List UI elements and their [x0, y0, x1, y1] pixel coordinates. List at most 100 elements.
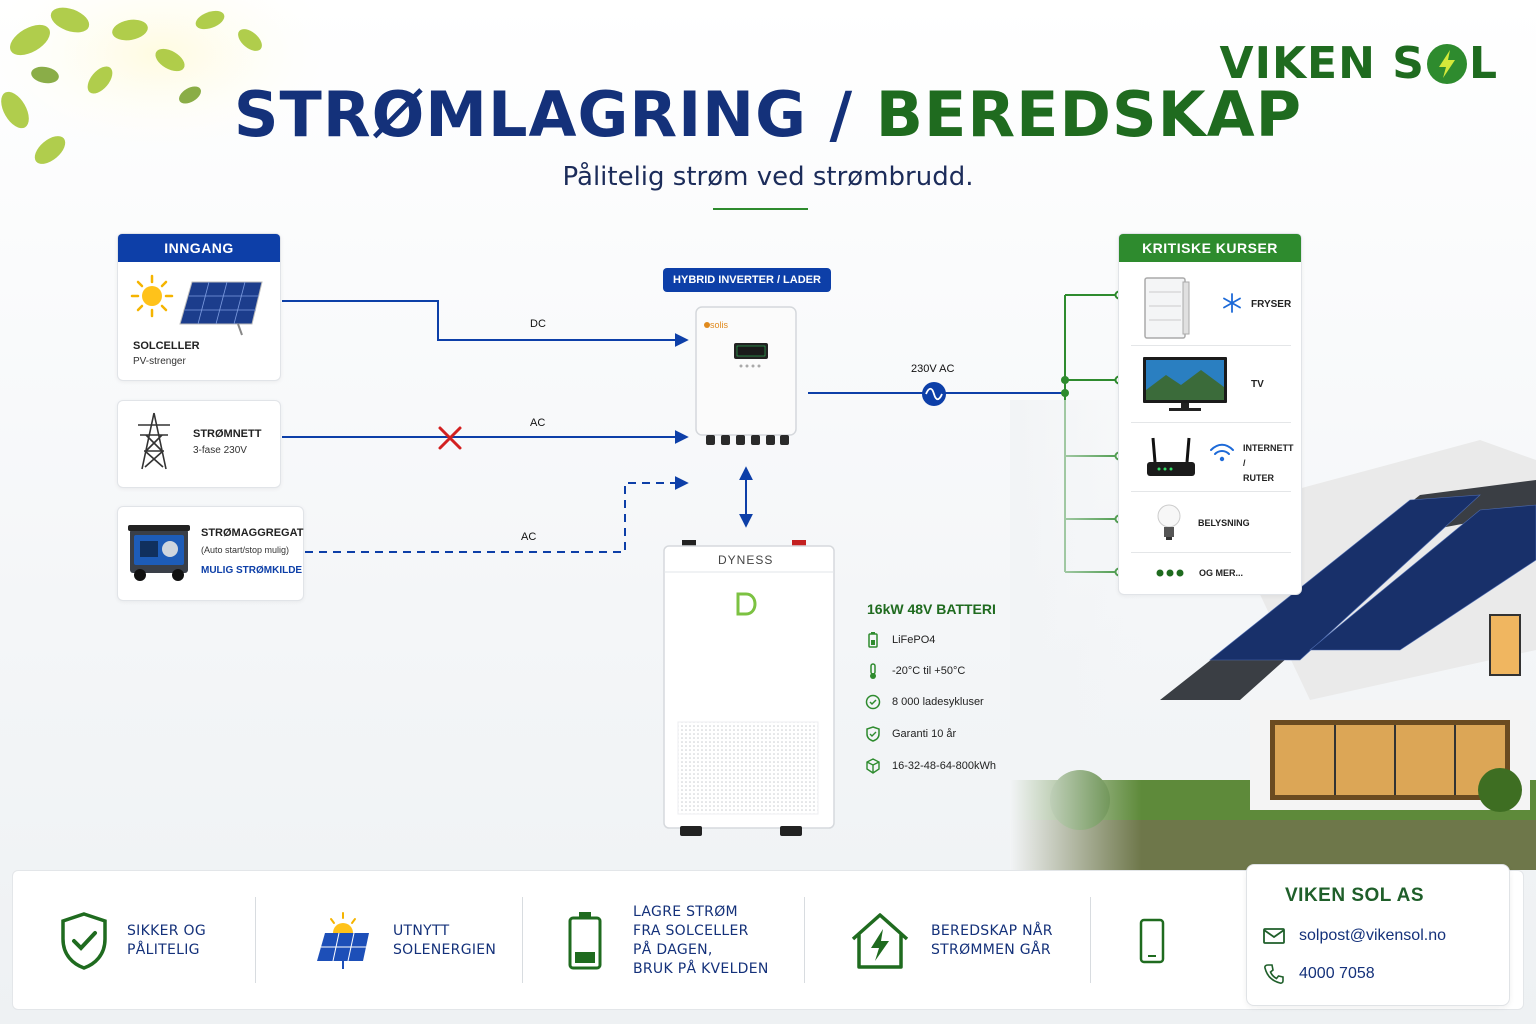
cycle-check-icon [865, 694, 881, 710]
ac-output-label: 230V AC [911, 363, 955, 375]
feature-safe: SIKKER OG PÅLITELIG [59, 871, 206, 1011]
critical-loads-card: KRITISKE KURSER FRYSER TV [1118, 233, 1302, 595]
router-icon [1147, 437, 1195, 476]
sun-icon [130, 274, 174, 318]
bolt-icon [1426, 43, 1467, 84]
spec-warranty-text: Garanti 10 år [892, 728, 957, 740]
inverter-tag: HYBRID INVERTER / LADER [663, 268, 831, 292]
subtitle-divider [713, 208, 808, 210]
inputs-header: INNGANG [118, 234, 280, 262]
router-label: INTERNETT / RUTER [1243, 441, 1294, 486]
leaves-decoration [0, 0, 320, 180]
shield-check-icon [866, 726, 880, 742]
feature-safe-line1: SIKKER OG [127, 923, 206, 939]
tv-label: TV [1251, 379, 1264, 390]
feature-preparedness: BEREDSKAP NÅR STRØMMEN GÅR [849, 871, 1053, 1011]
spec-temperature: -20°C til +50°C [864, 662, 965, 680]
router-label-line2: RUTER [1243, 473, 1274, 483]
feature-preparedness-line1: BEREDSKAP NÅR [931, 923, 1053, 939]
battery-icon [568, 912, 602, 970]
solar-panel-icon [179, 281, 263, 336]
logo-text-end: L [1468, 38, 1498, 89]
freezer-icon [1144, 277, 1190, 339]
feature-store-text: LAGRE STRØM FRA SOLCELLER PÅ DAGEN, BRUK… [633, 903, 769, 979]
feature-preparedness-text: BEREDSKAP NÅR STRØMMEN GÅR [931, 922, 1053, 960]
feature-store-line3: PÅ DAGEN, [633, 942, 713, 958]
ac-sine-icon [922, 382, 946, 406]
battery-small-icon [868, 632, 878, 648]
feature-solar-line2: SOLENERGIEN [393, 942, 497, 958]
feature-store-line2: FRA SOLCELLER [633, 923, 749, 939]
critical-header: KRITISKE KURSER [1119, 234, 1301, 262]
spec-temperature-text: -20°C til +50°C [892, 665, 966, 677]
divider [522, 897, 523, 983]
feature-store-line4: BRUK PÅ KVELDEN [633, 961, 769, 977]
contact-phone[interactable]: 4000 7058 [1263, 963, 1375, 985]
contact-phone-text[interactable]: 4000 7058 [1299, 965, 1375, 982]
cube-icon [866, 758, 880, 774]
divider [255, 897, 256, 983]
feature-store-line1: LAGRE STRØM [633, 904, 738, 920]
spec-capacity: 16-32-48-64-800kWh [864, 757, 996, 775]
more-label: OG MER... [1199, 568, 1244, 578]
spec-chemistry-text: LiFePO4 [892, 634, 936, 646]
feature-safe-text: SIKKER OG PÅLITELIG [127, 922, 206, 960]
logo-text: VIKEN S [1219, 38, 1425, 89]
generator-note: MULIG STRØMKILDE [201, 565, 303, 576]
brand-logo: VIKEN S L [1220, 38, 1498, 89]
critical-item-tv: TV [1131, 347, 1291, 423]
battery-image: DYNESS [663, 540, 835, 836]
thermometer-icon [870, 663, 876, 679]
feature-store: LAGRE STRØM FRA SOLCELLER PÅ DAGEN, BRUK… [567, 871, 769, 1011]
critical-item-lighting: BELYSNING [1131, 493, 1291, 553]
critical-item-router: INTERNETT / RUTER [1131, 424, 1294, 492]
spec-capacity-text: 16-32-48-64-800kWh [892, 760, 996, 772]
grid-failure-x-icon [438, 426, 462, 450]
spec-chemistry: LiFePO4 [864, 631, 935, 649]
power-pylon-icon [138, 412, 170, 470]
solar-panel-sun-icon [317, 912, 369, 969]
contact-card: VIKEN SOL AS solpost@vikensol.no 4000 70… [1246, 864, 1510, 1006]
critical-item-more: OG MER... [1131, 554, 1291, 594]
ac-generator-label: AC [521, 531, 537, 543]
input-solar-card: INNGANG SOLCELLER PV-strenger [117, 233, 281, 381]
feature-solar: UTNYTT SOLENERGIEN [313, 871, 496, 1011]
lighting-label: BELYSNING [1198, 518, 1250, 528]
ac-grid-label: AC [530, 417, 546, 429]
tv-icon [1143, 357, 1227, 411]
freezer-label: FRYSER [1251, 299, 1292, 310]
feature-solar-line1: UTNYTT [393, 923, 450, 939]
divider [804, 897, 805, 983]
divider [1090, 897, 1091, 983]
feature-safe-line2: PÅLITELIG [127, 942, 200, 958]
snowflake-icon [1223, 293, 1241, 313]
spec-cycles-text: 8 000 ladesykluser [892, 696, 984, 708]
spec-warranty: Garanti 10 år [864, 725, 956, 743]
solar-title: SOLCELLER [133, 340, 200, 352]
envelope-icon [1263, 928, 1285, 944]
dc-label: DC [530, 318, 546, 330]
contact-email[interactable]: solpost@vikensol.no [1263, 927, 1446, 945]
grid-subtitle: 3-fase 230V [193, 445, 247, 456]
wifi-icon [1210, 443, 1234, 462]
input-generator-card: STRØMAGGREGAT (Auto start/stop mulig) MU… [117, 506, 304, 601]
title-part1: STRØMLAGRING / [233, 78, 876, 151]
critical-item-freezer: FRYSER [1131, 272, 1291, 346]
inverter-brand-text: solis [710, 320, 729, 330]
page-subtitle: Pålitelig strøm ved strømbrudd. [562, 162, 974, 192]
grid-title: STRØMNETT [193, 428, 262, 440]
lightbulb-icon [1157, 504, 1181, 540]
router-label-line1: INTERNETT / [1243, 443, 1294, 468]
solar-subtitle: PV-strenger [133, 356, 186, 367]
shield-check-icon [61, 912, 107, 970]
house-bolt-icon [851, 913, 909, 969]
contact-email-text[interactable]: solpost@vikensol.no [1299, 927, 1446, 944]
generator-title: STRØMAGGREGAT [201, 527, 304, 539]
feature-solar-text: UTNYTT SOLENERGIEN [393, 922, 496, 960]
mobile-phone-icon [1139, 918, 1165, 964]
contact-company: VIKEN SOL AS [1285, 885, 1425, 906]
title-part2: BEREDSKAP [875, 78, 1303, 151]
generator-icon [128, 525, 190, 581]
battery-brand-text: DYNESS [718, 553, 773, 567]
house-image [1010, 400, 1536, 870]
